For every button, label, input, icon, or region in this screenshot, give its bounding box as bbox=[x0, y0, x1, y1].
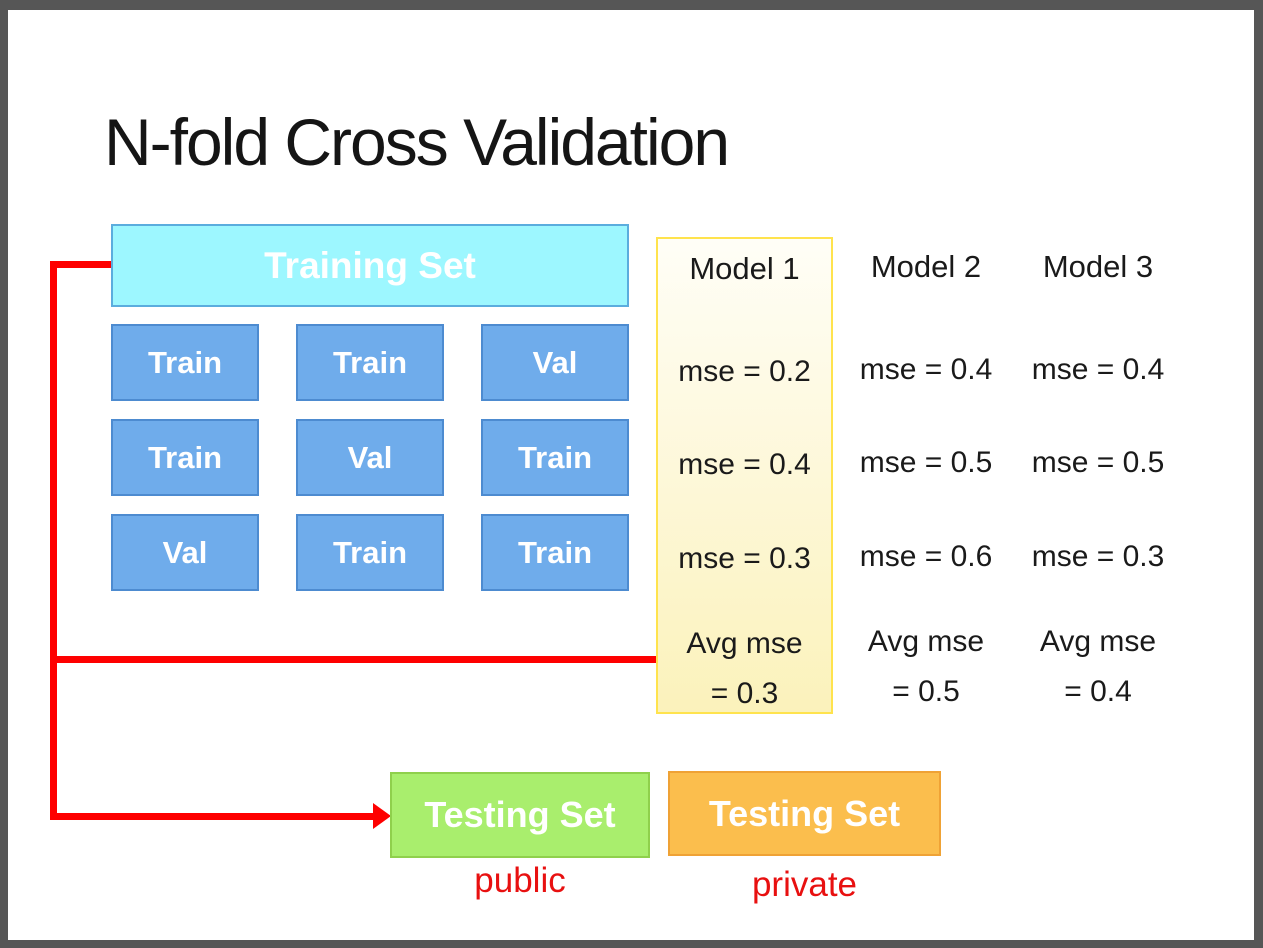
model-2-header: Model 2 bbox=[870, 249, 982, 284]
public-label: public bbox=[474, 861, 566, 900]
testing-set-private-box: Testing Set bbox=[668, 771, 941, 856]
private-label: private bbox=[751, 865, 858, 904]
model-3-avg-mse: Avg mse = 0.4 bbox=[1012, 617, 1184, 717]
slide-title: N-fold Cross Validation bbox=[104, 105, 730, 179]
model-1-column: Model 1 mse = 0.2 mse = 0.4 mse = 0.3 Av… bbox=[656, 237, 833, 714]
model-3-mse-fold2: mse = 0.5 bbox=[1031, 446, 1165, 479]
fold-cell: Val bbox=[481, 324, 629, 401]
connector-to-training-set-line bbox=[50, 261, 113, 268]
connector-to-testing-set-line bbox=[50, 813, 373, 820]
model-2-mse-fold2: mse = 0.5 bbox=[859, 446, 993, 479]
connector-vertical-line bbox=[50, 261, 57, 820]
connector-to-model1-line bbox=[50, 656, 656, 663]
training-set-box: Training Set bbox=[111, 224, 629, 307]
testing-set-public-box: Testing Set bbox=[390, 772, 650, 858]
model-3-avg-line1: Avg mse bbox=[1039, 625, 1157, 658]
testing-set-private-label: Testing Set bbox=[708, 792, 901, 834]
model-2-mse-fold1: mse = 0.4 bbox=[859, 353, 993, 386]
fold-cell: Val bbox=[296, 419, 444, 496]
model-2-avg-mse: Avg mse = 0.5 bbox=[840, 617, 1012, 717]
fold-cell: Train bbox=[111, 419, 259, 496]
model-1-header: Model 1 bbox=[689, 251, 800, 286]
arrow-head-icon bbox=[373, 803, 391, 829]
model-1-mse-fold1: mse = 0.2 bbox=[678, 355, 811, 388]
fold-cell: Train bbox=[296, 324, 444, 401]
model-3-column: Model 3 mse = 0.4 mse = 0.5 mse = 0.3 Av… bbox=[1012, 237, 1184, 714]
fold-cell: Train bbox=[111, 324, 259, 401]
model-2-column: Model 2 mse = 0.4 mse = 0.5 mse = 0.6 Av… bbox=[840, 237, 1012, 714]
model-2-avg-line2: = 0.5 bbox=[892, 675, 960, 708]
model-3-mse-fold1: mse = 0.4 bbox=[1031, 353, 1165, 386]
model-3-header: Model 3 bbox=[1042, 249, 1154, 284]
model-1-mse-fold3: mse = 0.3 bbox=[678, 542, 811, 575]
testing-set-public-label: Testing Set bbox=[424, 794, 616, 835]
fold-cell: Train bbox=[481, 419, 629, 496]
fold-grid: Train Train Val Train Val Train Val Trai… bbox=[111, 324, 629, 591]
fold-cell: Train bbox=[296, 514, 444, 591]
training-set-label: Training Set bbox=[264, 244, 476, 286]
model-2-avg-line1: Avg mse bbox=[867, 625, 985, 658]
model-1-avg-line2: = 0.3 bbox=[710, 677, 779, 710]
model-1-avg-line1: Avg mse bbox=[686, 627, 803, 660]
model-3-avg-line2: = 0.4 bbox=[1064, 675, 1132, 708]
model-1-mse-fold2: mse = 0.4 bbox=[678, 448, 811, 481]
fold-cell: Val bbox=[111, 514, 259, 591]
model-3-mse-fold3: mse = 0.3 bbox=[1031, 540, 1165, 573]
model-1-avg-mse: Avg mse = 0.3 bbox=[658, 619, 831, 719]
model-2-mse-fold3: mse = 0.6 bbox=[859, 540, 993, 573]
fold-cell: Train bbox=[481, 514, 629, 591]
